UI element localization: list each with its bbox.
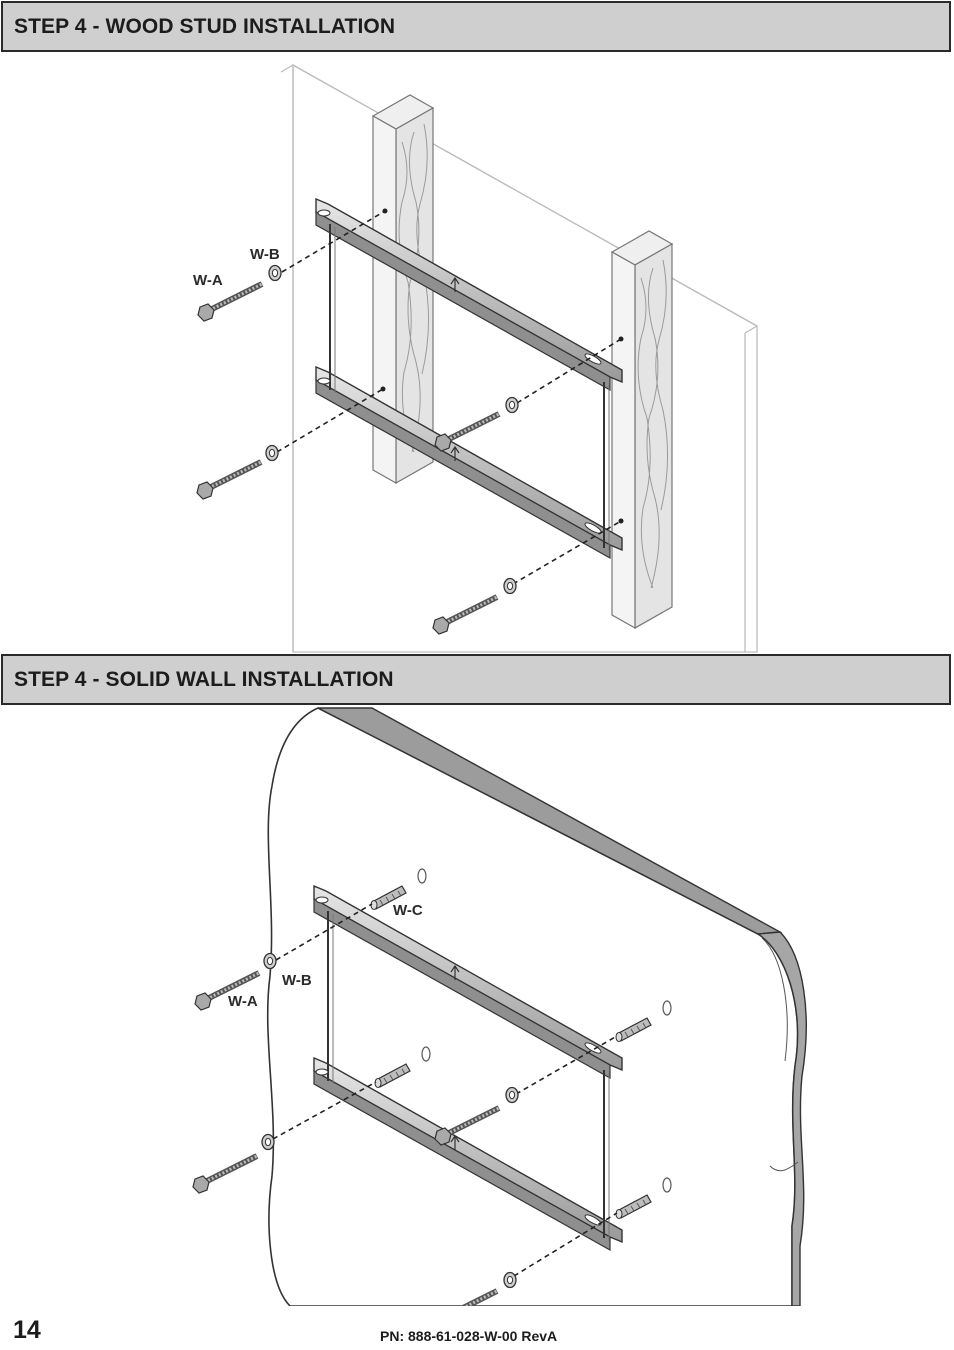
washer-icon: [503, 1271, 517, 1289]
solid-wall-installation-diagram: W-A W-B W-C: [0, 707, 807, 1306]
washer-icon: [265, 444, 279, 462]
drywall-panel: [280, 63, 759, 653]
callout-lag-bolt: W-A: [228, 993, 258, 1010]
lag-bolt-icon: [197, 462, 261, 499]
wall-plate: [313, 884, 623, 1252]
section-title: STEP 4 - WOOD STUD INSTALLATION: [14, 15, 396, 38]
alignment-lines: [276, 210, 622, 585]
section-title: STEP 4 - SOLID WALL INSTALLATION: [14, 668, 394, 691]
solid-wall: [266, 707, 807, 1306]
lag-bolt-icon: [198, 284, 262, 321]
callout-washer: W-B: [282, 972, 312, 989]
wood-stud-installation-diagram: W-A W-B: [193, 63, 759, 653]
wall-plate: [315, 197, 623, 560]
wood-stud-right: [610, 230, 674, 630]
lag-bolt-icon: [193, 1156, 257, 1193]
lag-bolt-icon: [435, 414, 499, 451]
washer-icon: [261, 1133, 275, 1151]
washer-icon: [503, 577, 517, 595]
page-number: 14: [13, 1316, 41, 1344]
washer-icon: [268, 264, 282, 282]
section-header-solid-wall: STEP 4 - SOLID WALL INSTALLATION: [1, 654, 951, 705]
callout-lag-bolt: W-A: [193, 272, 223, 289]
part-number: PN: 888-61-028-W-00 RevA: [380, 1328, 558, 1344]
callout-washer: W-B: [250, 246, 280, 263]
section-header-wood-stud: STEP 4 - WOOD STUD INSTALLATION: [1, 1, 951, 52]
washer-icon: [505, 396, 519, 414]
alignment-lines: [272, 903, 618, 1277]
washer-icon: [505, 1086, 519, 1104]
lag-bolt-icon: [433, 597, 497, 634]
washer-icon: [263, 952, 277, 970]
callout-anchor: W-C: [393, 902, 423, 919]
